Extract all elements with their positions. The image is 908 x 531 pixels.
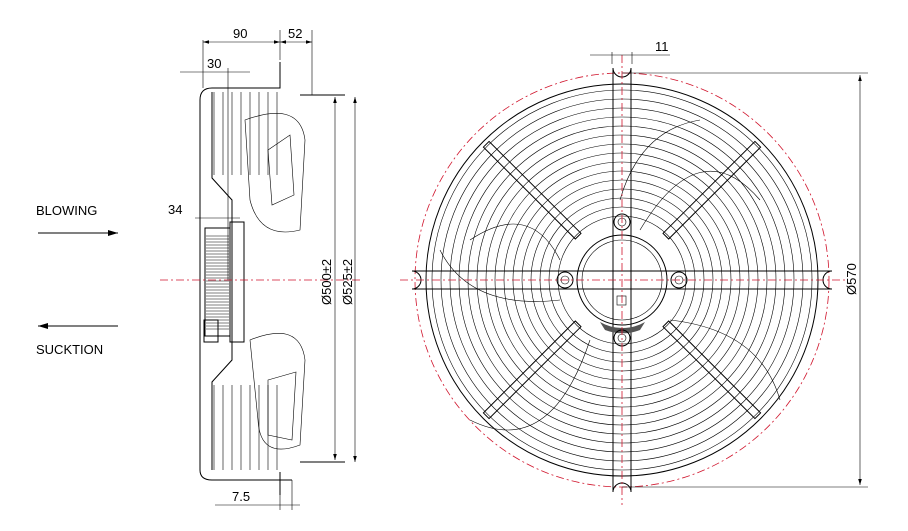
dim-dia-570: Ø570 (844, 263, 859, 295)
guard-spoke (662, 140, 762, 240)
dim-dia-525: Ø525±2 (340, 259, 355, 305)
front-view: 11 Ø570 (400, 39, 868, 505)
dim-30: 30 (207, 56, 221, 71)
dim-52: 52 (288, 26, 302, 41)
mount-boss (613, 213, 631, 231)
suction-label: SUCKTION (36, 342, 103, 357)
guard-rod (612, 67, 632, 493)
dim-34: 34 (168, 202, 182, 217)
guard-spoke (482, 140, 582, 240)
dim-11: 11 (655, 39, 669, 54)
mount-boss (670, 271, 688, 289)
side-view: 90 52 30 34 7.5 Ø500±2 Ø525±2 (160, 26, 360, 510)
dim-7-5: 7.5 (232, 489, 250, 504)
blowing-label: BLOWING (36, 203, 97, 218)
dim-dia-500: Ø500±2 (319, 259, 334, 305)
dim-90: 90 (233, 26, 247, 41)
guard-spoke (482, 320, 582, 420)
guard-rod (411, 270, 833, 290)
guard-spoke (662, 320, 762, 420)
